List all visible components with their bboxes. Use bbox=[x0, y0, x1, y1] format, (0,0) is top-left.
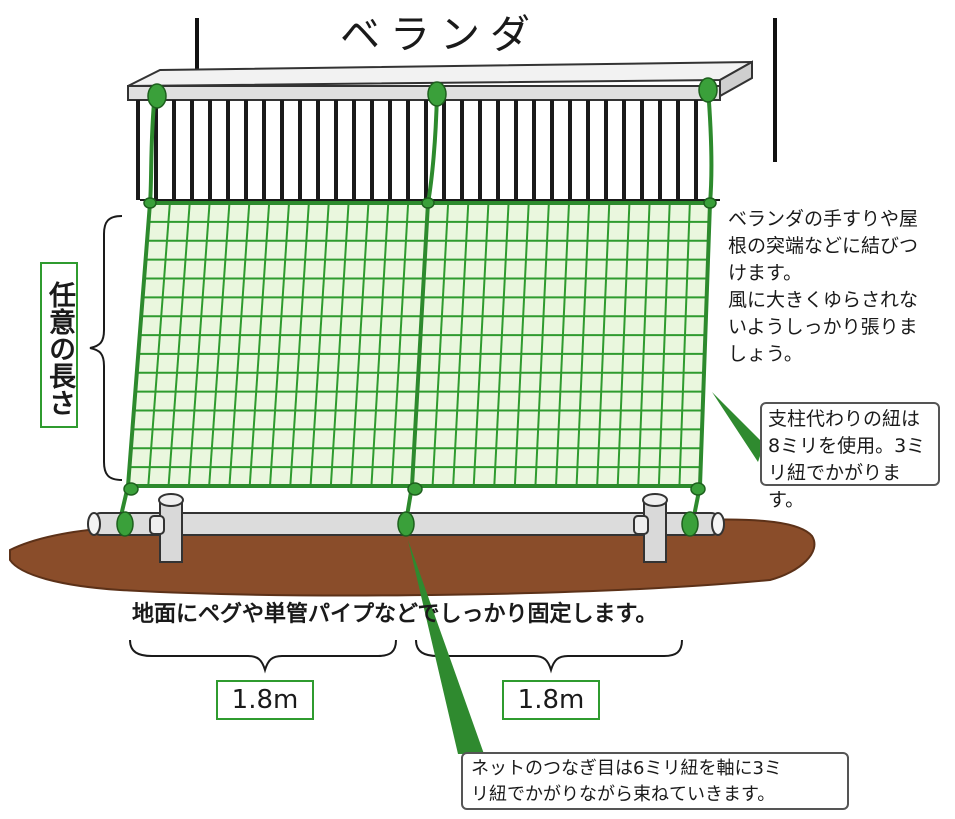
net-mesh-line bbox=[187, 202, 211, 487]
net-panel-right bbox=[411, 202, 711, 487]
net-mesh-line bbox=[452, 202, 470, 487]
net-mesh-line bbox=[167, 202, 191, 487]
net-mesh-line bbox=[329, 202, 350, 487]
net-mesh-line bbox=[616, 202, 631, 487]
callout-pointer-cord bbox=[712, 392, 764, 462]
width-label-left: 1.8m bbox=[216, 680, 314, 720]
net-mesh-line bbox=[657, 202, 671, 487]
net-mesh-line bbox=[637, 202, 651, 487]
net-mesh-line bbox=[147, 202, 171, 487]
callout-pointer-joint bbox=[408, 540, 484, 754]
net-mesh-line bbox=[289, 202, 310, 487]
net-mesh-line bbox=[269, 202, 290, 487]
net-mesh-line bbox=[208, 202, 231, 487]
support-cord-note: 支柱代わりの紐は 8ミリを使用。3ミ リ紐でかがります。 bbox=[760, 402, 940, 511]
net-mesh-line bbox=[309, 202, 330, 487]
net-mesh-line bbox=[493, 202, 510, 487]
width-brace-right bbox=[415, 639, 683, 674]
net-mesh-line bbox=[472, 202, 490, 487]
pipe-knots bbox=[116, 511, 699, 537]
arbitrary-length-label: 任意の長さ bbox=[40, 262, 78, 428]
net-mesh-line bbox=[534, 202, 550, 487]
attach-note: ベランダの手すりや屋 根の突端などに結びつ けます。 風に大きくゆらされな いよ… bbox=[728, 208, 919, 365]
balcony-railing bbox=[127, 60, 753, 201]
net-mesh-line bbox=[390, 202, 410, 487]
ground-peg-right bbox=[633, 493, 668, 563]
balcony-title: ベランダ bbox=[340, 12, 540, 58]
net-mesh-line bbox=[555, 202, 570, 487]
net-mesh-line bbox=[248, 202, 271, 487]
net-mesh-line bbox=[596, 202, 611, 487]
net-mesh-line bbox=[513, 202, 530, 487]
net-mesh-line bbox=[678, 202, 691, 487]
net-mesh-line bbox=[575, 202, 591, 487]
width-label-right: 1.8m bbox=[502, 680, 600, 720]
net-mesh-line bbox=[350, 202, 370, 487]
net-mesh-line bbox=[370, 202, 390, 487]
net-mesh-line bbox=[228, 202, 251, 487]
length-bracket bbox=[89, 215, 123, 481]
ground-peg-left bbox=[149, 493, 184, 563]
net-panel-left bbox=[127, 202, 429, 487]
cord-knots bbox=[123, 77, 718, 496]
net-mesh-line bbox=[431, 202, 450, 487]
ground-fix-caption: 地面にペグや単管パイプなどでしっかり固定します。 bbox=[132, 602, 658, 627]
net-joint-note: ネットのつなぎ目は6ミリ紐を軸に3ミ リ紐でかがりながら束ねていきます。 bbox=[461, 752, 849, 810]
width-brace-left bbox=[129, 639, 397, 674]
